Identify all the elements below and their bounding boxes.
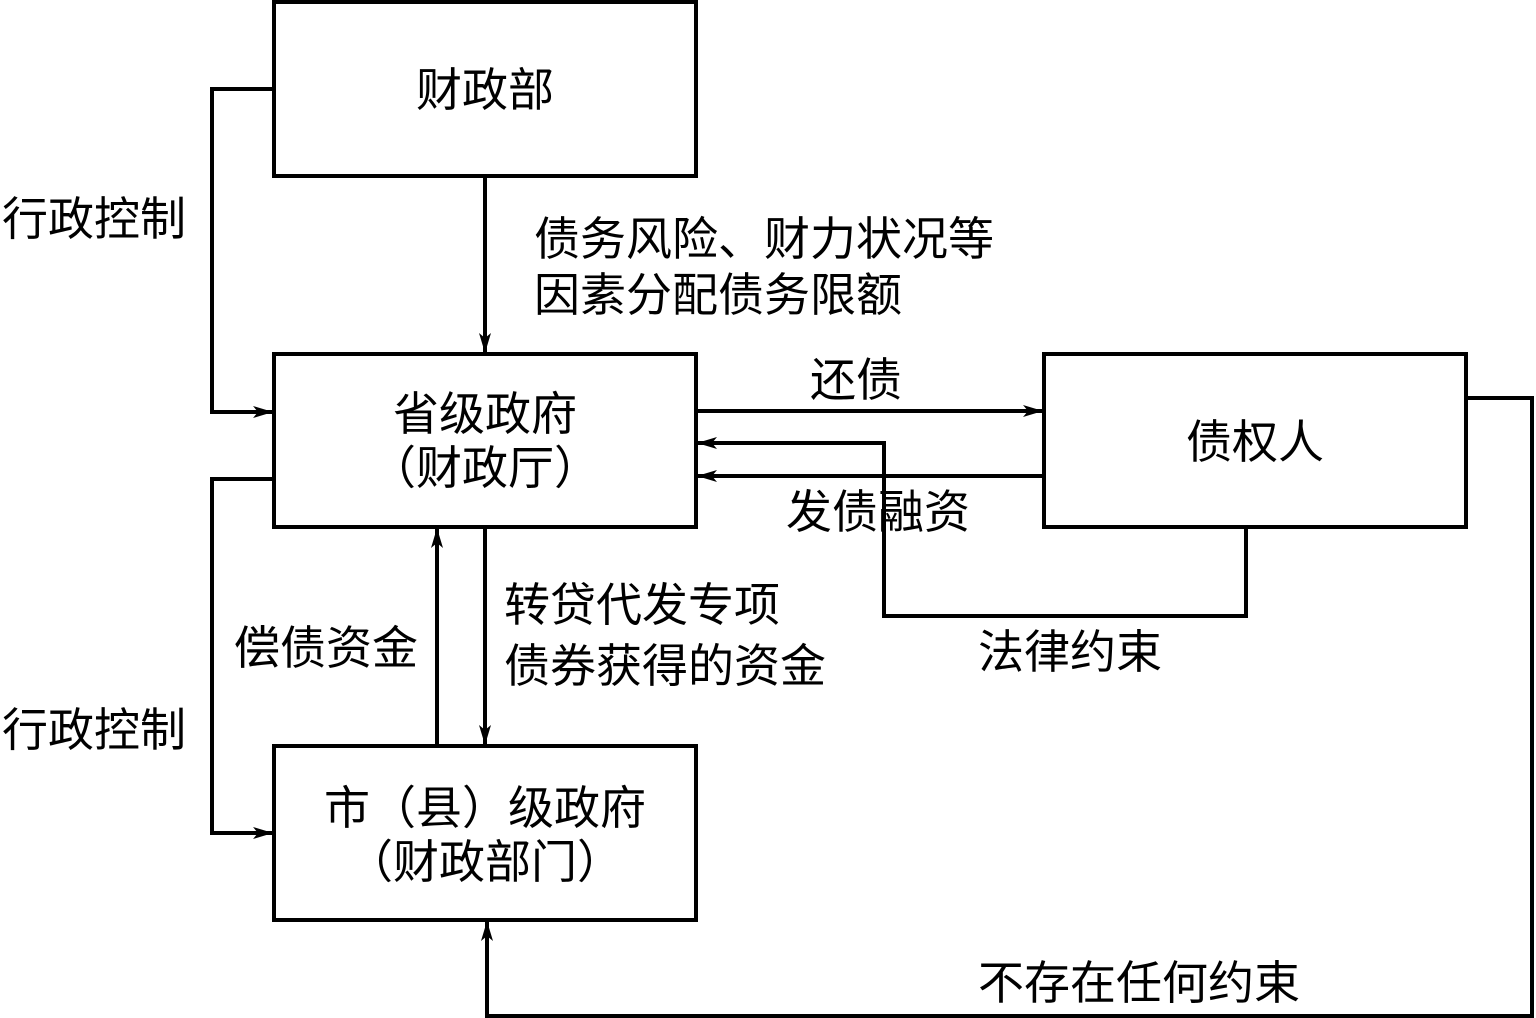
label-repay-debt: 还债 — [810, 353, 902, 407]
label-onlending-line2: 债券获得的资金 — [504, 639, 826, 693]
node-city-county-government: 市（县）级政府 （财政部门） — [272, 744, 698, 922]
node-province-label-line1: 省级政府 — [393, 387, 577, 441]
node-creditor: 债权人 — [1042, 352, 1468, 529]
label-repayment-funds: 偿债资金 — [234, 621, 418, 675]
node-province-label-line2: （财政厅） — [370, 441, 600, 495]
edge-admin-control-province-to-city — [210, 477, 274, 839]
node-city-label-line2: （财政部门） — [347, 835, 623, 889]
label-no-constraint: 不存在任何约束 — [978, 956, 1300, 1010]
node-city-label-line1: 市（县）级政府 — [324, 781, 646, 835]
label-legal-constraint: 法律约束 — [978, 625, 1162, 679]
node-creditor-label: 债权人 — [1186, 415, 1324, 469]
label-issue-financing: 发债融资 — [786, 485, 970, 539]
node-ministry-label: 财政部 — [416, 63, 554, 117]
node-ministry-of-finance: 财政部 — [272, 0, 698, 178]
label-quota-allocation-line2: 因素分配债务限额 — [534, 268, 902, 322]
edge-admin-control-ministry-to-province — [210, 87, 274, 418]
label-admin-control-bottom: 行政控制 — [2, 703, 186, 757]
node-provincial-government: 省级政府 （财政厅） — [272, 352, 698, 529]
edge-legal-constraint — [697, 437, 1248, 618]
edge-no-constraint — [481, 396, 1534, 1018]
label-quota-allocation-line1: 债务风险、财力状况等 — [534, 212, 994, 266]
label-admin-control-top: 行政控制 — [2, 192, 186, 246]
label-onlending-line1: 转贷代发专项 — [504, 578, 780, 632]
